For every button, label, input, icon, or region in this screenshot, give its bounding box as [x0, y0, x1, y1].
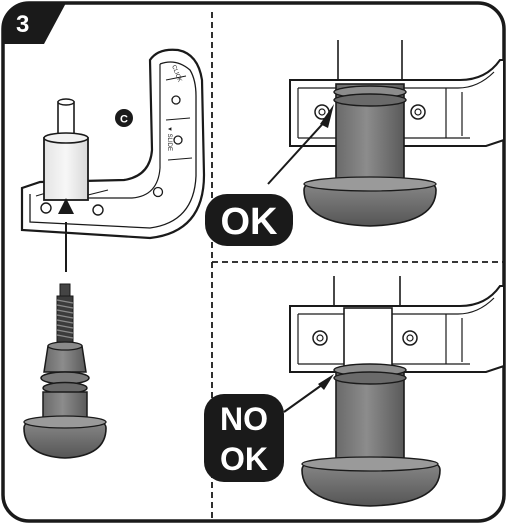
sleeve-tube: [43, 98, 89, 201]
part-label-badge: [115, 109, 133, 127]
step-number: 3: [16, 11, 29, 38]
ok-badge: [205, 194, 293, 246]
correct-example-panel: OK: [205, 40, 505, 246]
ok-label: OK: [221, 201, 279, 243]
post-seated: [303, 83, 437, 227]
part-label: C: [120, 114, 128, 126]
left-panel-assembly: CLICK ▼ SLIDE C: [20, 48, 206, 459]
step-badge: [3, 3, 66, 44]
insert-arrowhead: [58, 198, 74, 214]
not-ok-label-line2: OK: [220, 441, 268, 477]
slide-marking: ▼ SLIDE: [166, 126, 172, 151]
not-ok-badge: [204, 394, 284, 482]
post-not-seated: [301, 307, 441, 507]
threaded-post: [23, 283, 107, 459]
not-ok-label-line1: NO: [220, 401, 268, 437]
incorrect-example-panel: NO OK: [204, 276, 505, 507]
